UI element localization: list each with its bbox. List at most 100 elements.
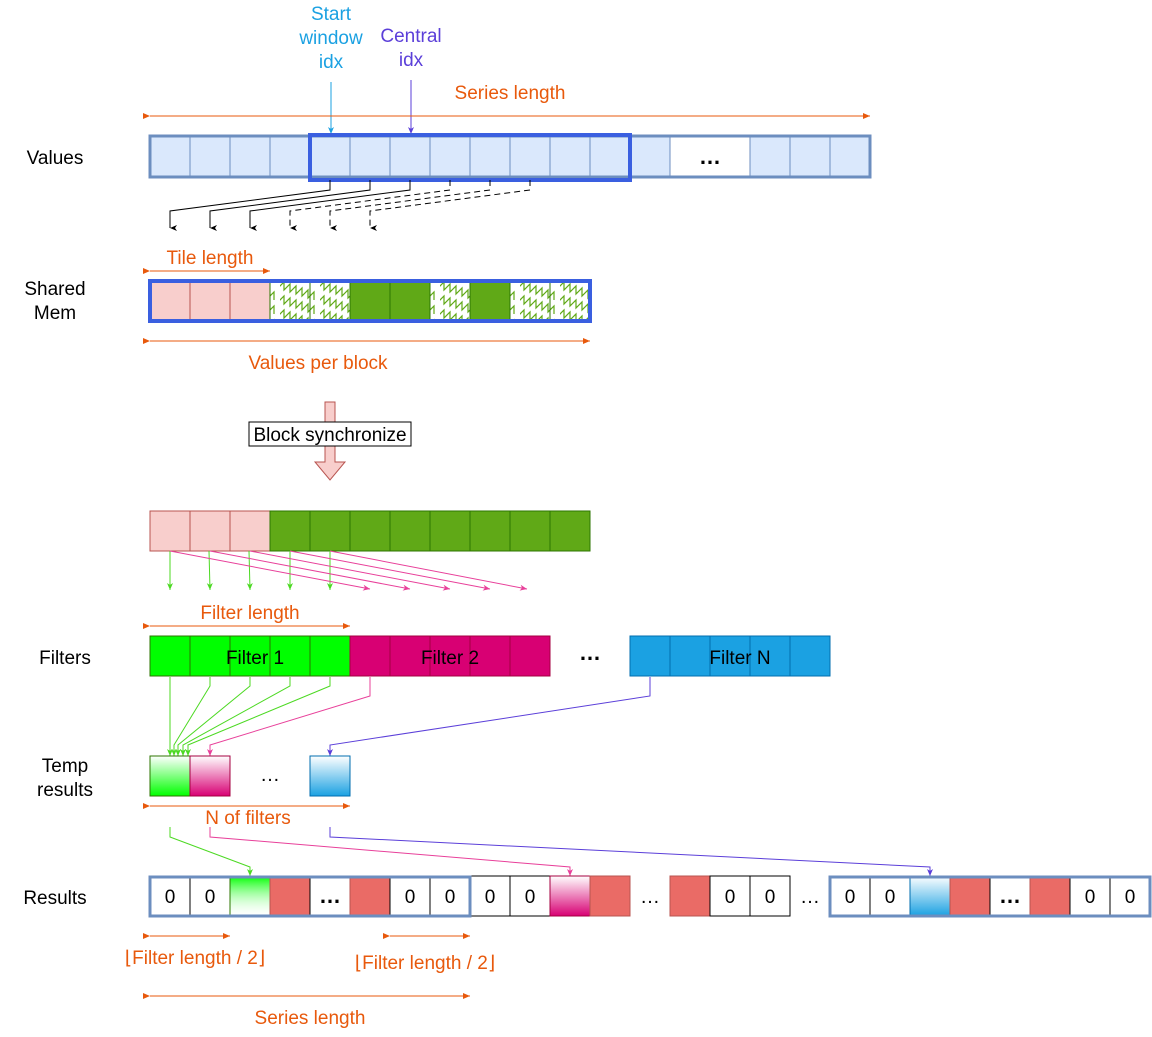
results-ellipsis-a: … bbox=[640, 886, 660, 908]
result-cell bbox=[469, 875, 511, 917]
result-cell bbox=[229, 875, 271, 917]
central-label-line2: idx bbox=[399, 50, 424, 71]
ft-green-2 bbox=[171, 677, 211, 756]
filter-1-cell bbox=[149, 635, 191, 677]
filter-n-cell bbox=[669, 635, 711, 677]
load-arrow-1 bbox=[169, 180, 331, 231]
tile-length-label: Tile length bbox=[167, 248, 254, 269]
result-cell bbox=[269, 875, 311, 917]
shared-cell bbox=[509, 280, 551, 322]
filter-1-cell bbox=[309, 635, 351, 677]
shared-cell bbox=[189, 280, 231, 322]
start-label-line1: Start bbox=[311, 4, 352, 25]
feed-green-2 bbox=[206, 550, 213, 591]
load-arrow-5 bbox=[329, 180, 491, 231]
ft-green-3 bbox=[175, 677, 251, 756]
result-zero: 0 bbox=[525, 887, 536, 908]
synced-cell bbox=[509, 510, 551, 552]
shared-cell bbox=[429, 280, 471, 322]
filter-2-cell bbox=[429, 635, 471, 677]
value-cell bbox=[469, 135, 511, 178]
n-of-filters-label: N of filters bbox=[205, 808, 291, 829]
synced-cell bbox=[429, 510, 471, 552]
result-cell bbox=[509, 875, 551, 917]
result-cell bbox=[749, 875, 791, 917]
value-cell bbox=[189, 135, 231, 178]
value-cell bbox=[429, 135, 471, 178]
shared-cell bbox=[469, 280, 511, 322]
ft-blue bbox=[327, 677, 651, 756]
temp-to-results-arrows bbox=[169, 827, 933, 876]
value-cell bbox=[789, 135, 831, 178]
result-zero: 0 bbox=[1085, 887, 1096, 908]
filter-n-cell bbox=[709, 635, 751, 677]
synced-cell bbox=[389, 510, 431, 552]
result-zero: 0 bbox=[885, 887, 896, 908]
result-zero: 0 bbox=[845, 887, 856, 908]
value-cell bbox=[269, 135, 311, 178]
result-cell bbox=[909, 875, 951, 917]
load-arrows bbox=[169, 180, 531, 231]
load-arrow-4 bbox=[289, 180, 451, 231]
tr-mag bbox=[209, 827, 573, 876]
result-cell bbox=[1029, 875, 1071, 917]
synced-cell bbox=[149, 510, 191, 552]
shared-cell bbox=[389, 280, 431, 322]
result-cell bbox=[869, 875, 911, 917]
values-array bbox=[148, 134, 872, 179]
result-zero: 0 bbox=[725, 887, 736, 908]
filters-row-label: Filters bbox=[39, 648, 91, 669]
value-cell bbox=[749, 135, 791, 178]
filter-feed-arrows bbox=[167, 550, 528, 591]
shared-memory-array bbox=[149, 280, 591, 322]
filter-n-label: Filter N bbox=[709, 648, 770, 669]
value-cell bbox=[669, 135, 751, 178]
value-cell bbox=[389, 135, 431, 178]
feed-mag-3 bbox=[249, 550, 451, 591]
temp-results-label-line2: results bbox=[37, 780, 93, 801]
value-cell bbox=[549, 135, 591, 178]
result-zero: 0 bbox=[445, 887, 456, 908]
result-cell bbox=[549, 875, 591, 917]
temp-magenta bbox=[189, 755, 231, 797]
shared-mem-label-line1: Shared bbox=[24, 279, 85, 300]
value-cell bbox=[829, 135, 871, 178]
feed-green-3 bbox=[246, 550, 253, 591]
result-cell bbox=[189, 875, 231, 917]
result-zero: 0 bbox=[485, 887, 496, 908]
shared-cell bbox=[549, 280, 591, 322]
filter-2-label: Filter 2 bbox=[421, 648, 479, 669]
filters-array bbox=[149, 635, 831, 677]
result-ellipsis: … bbox=[999, 883, 1021, 908]
values-per-block-label: Values per block bbox=[248, 353, 388, 374]
synced-cell bbox=[189, 510, 231, 552]
temp-blue bbox=[309, 755, 351, 797]
shared-mem-label-line2: Mem bbox=[34, 303, 76, 324]
values-ellipsis: … bbox=[699, 144, 721, 169]
result-cell bbox=[309, 875, 351, 917]
result-zero: 0 bbox=[405, 887, 416, 908]
value-cell bbox=[509, 135, 551, 178]
filter-length-label: Filter length bbox=[200, 603, 299, 624]
temp-results-label-line1: Temp bbox=[42, 756, 88, 777]
value-cell bbox=[309, 135, 351, 178]
value-cell bbox=[229, 135, 271, 178]
series-length-bottom-label: Series length bbox=[255, 1008, 366, 1029]
result-cell bbox=[669, 875, 711, 917]
shared-cell bbox=[149, 280, 191, 322]
temp-ellipsis: … bbox=[260, 764, 280, 786]
filter-1-cell bbox=[229, 635, 271, 677]
result-cell bbox=[389, 875, 431, 917]
start-label-line3: idx bbox=[319, 52, 344, 73]
synced-cell bbox=[229, 510, 271, 552]
result-cell bbox=[349, 875, 391, 917]
load-arrow-6 bbox=[369, 180, 531, 231]
results-series-outline-3 bbox=[828, 875, 1152, 918]
results-row-label: Results bbox=[23, 888, 86, 909]
result-cell bbox=[949, 875, 991, 917]
feed-mag-2 bbox=[209, 550, 411, 591]
synced-cell bbox=[269, 510, 311, 552]
shared-cell bbox=[349, 280, 391, 322]
filter-2-cell bbox=[509, 635, 551, 677]
